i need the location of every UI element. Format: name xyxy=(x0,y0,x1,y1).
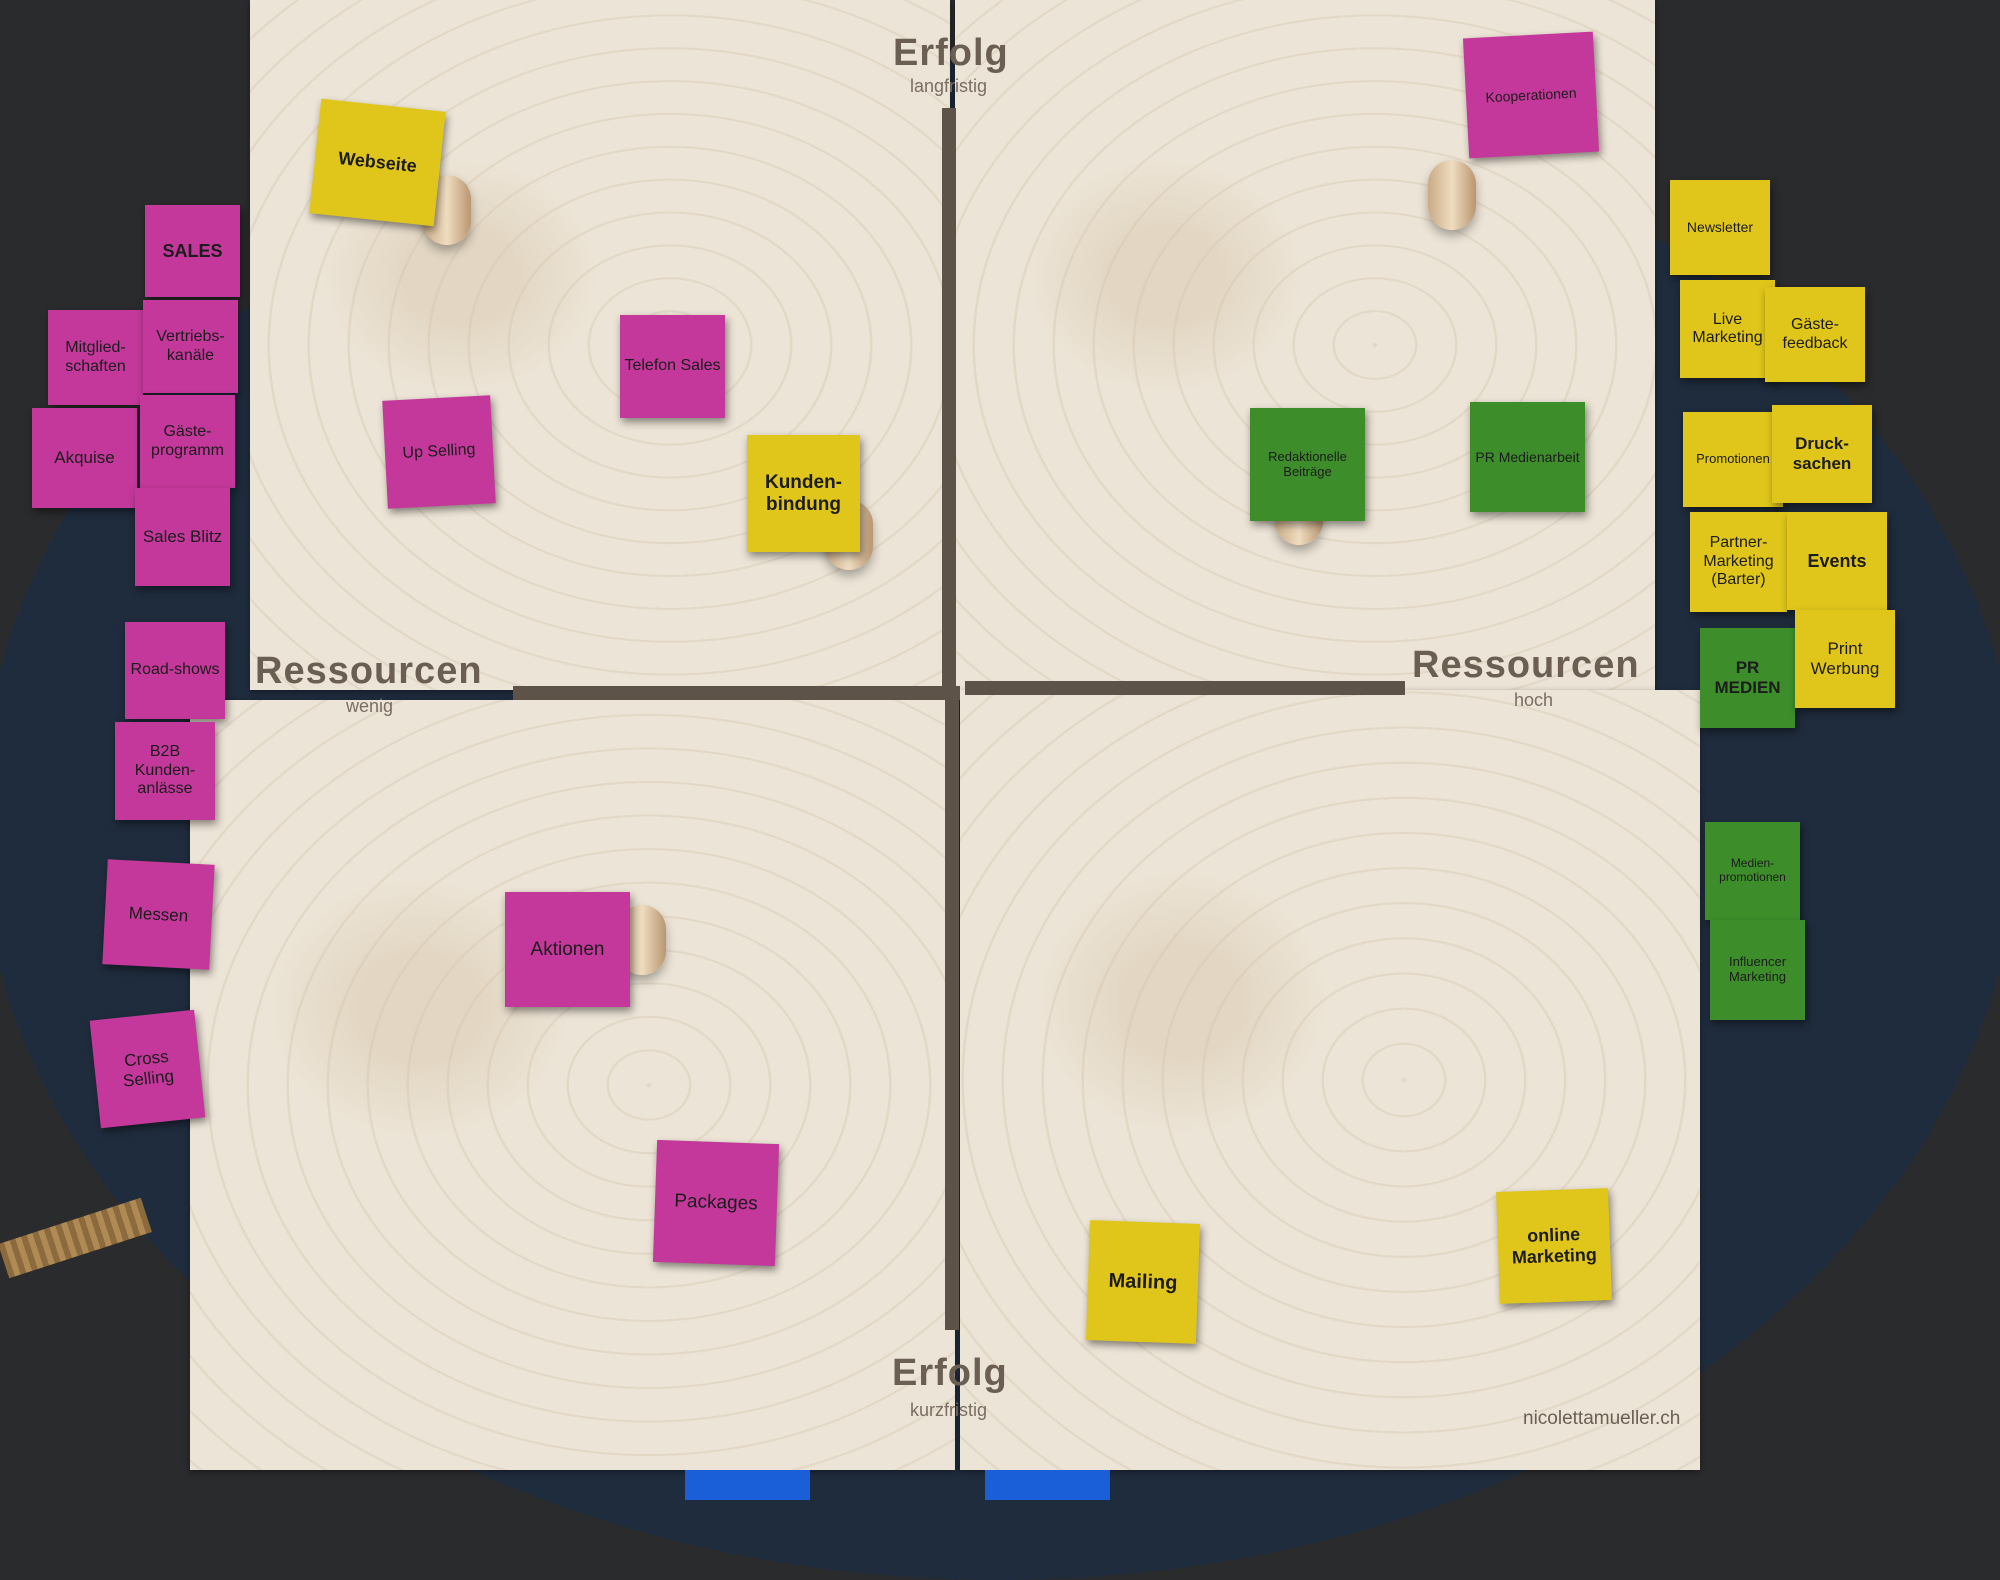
block-kooperationen[interactable]: Kooperationen xyxy=(1462,31,1600,159)
horizontal-axis-right xyxy=(965,681,1405,695)
block-packages[interactable]: Packages xyxy=(652,1139,780,1267)
block-partner-marketing[interactable]: Partner-Marketing (Barter) xyxy=(1690,512,1787,612)
block-mailing[interactable]: Mailing xyxy=(1085,1220,1201,1344)
vertical-axis-upper xyxy=(942,108,956,688)
block-sales-blitz[interactable]: Sales Blitz xyxy=(135,488,230,586)
blue-block xyxy=(985,1470,1110,1500)
quadrant-bottom-right xyxy=(960,690,1700,1470)
horizontal-axis-left xyxy=(513,686,960,700)
block-kundenbindung[interactable]: Kunden-bindung xyxy=(747,435,860,552)
axis-label-bottom: Erfolg xyxy=(892,1352,1008,1394)
axis-sublabel-right: hoch xyxy=(1514,690,1554,710)
block-print-werbung[interactable]: Print Werbung xyxy=(1795,610,1895,708)
block-drucksachen[interactable]: Druck-sachen xyxy=(1772,405,1872,503)
axis-sublabel-left: wenig xyxy=(346,696,394,716)
block-telefon-sales[interactable]: Telefon Sales xyxy=(620,315,725,418)
block-events[interactable]: Events xyxy=(1787,512,1887,610)
blue-block xyxy=(685,1470,810,1500)
block-medienpromotionen[interactable]: Medien-promotionen xyxy=(1705,822,1800,920)
block-roadshows[interactable]: Road-shows xyxy=(125,622,225,719)
chair-handle xyxy=(0,1197,152,1279)
axis-label-top: Erfolg xyxy=(893,32,1009,74)
block-influencer-marketing[interactable]: Influencer Marketing xyxy=(1710,920,1805,1020)
vertical-axis-lower xyxy=(945,700,959,1330)
axis-sublabel-top: langfristig xyxy=(910,76,988,96)
block-webseite[interactable]: Webseite xyxy=(309,98,446,227)
block-mitgliedschaften[interactable]: Mitglied-schaften xyxy=(48,310,143,405)
block-pr-medien[interactable]: PR MEDIEN xyxy=(1700,628,1795,728)
quadrant-bottom-left xyxy=(190,700,955,1470)
block-promotionen[interactable]: Promotionen xyxy=(1683,412,1783,507)
block-redaktionelle-beitraege[interactable]: Redaktionelle Beiträge xyxy=(1250,408,1365,521)
block-aktionen[interactable]: Aktionen xyxy=(505,892,630,1007)
block-gaestefeedback[interactable]: Gäste-feedback xyxy=(1765,287,1865,382)
axis-sublabel-bottom: kurzfristig xyxy=(910,1400,988,1420)
block-akquise[interactable]: Akquise xyxy=(32,408,137,508)
block-live-marketing[interactable]: Live Marketing xyxy=(1680,280,1775,378)
block-gaesteprogramm[interactable]: Gäste-programm xyxy=(140,395,235,488)
block-vertriebskanaele[interactable]: Vertriebs-kanäle xyxy=(143,300,238,393)
wooden-peg xyxy=(1428,160,1476,230)
credit-text: nicolettamueller.ch xyxy=(1523,1408,1681,1429)
block-pr-medienarbeit[interactable]: PR Medienarbeit xyxy=(1470,402,1585,512)
axis-label-right: Ressourcen xyxy=(1412,644,1640,686)
axis-label-left: Ressourcen xyxy=(255,650,483,692)
block-cross-selling[interactable]: Cross Selling xyxy=(89,1009,206,1129)
block-b2b-kundenanlaesse[interactable]: B2B Kunden-anlässe xyxy=(115,722,215,820)
block-messen[interactable]: Messen xyxy=(102,859,215,970)
block-sales-header[interactable]: SALES xyxy=(145,205,240,297)
block-online-marketing[interactable]: online Marketing xyxy=(1496,1188,1612,1304)
block-up-selling[interactable]: Up Selling xyxy=(382,395,496,509)
block-newsletter[interactable]: Newsletter xyxy=(1670,180,1770,275)
